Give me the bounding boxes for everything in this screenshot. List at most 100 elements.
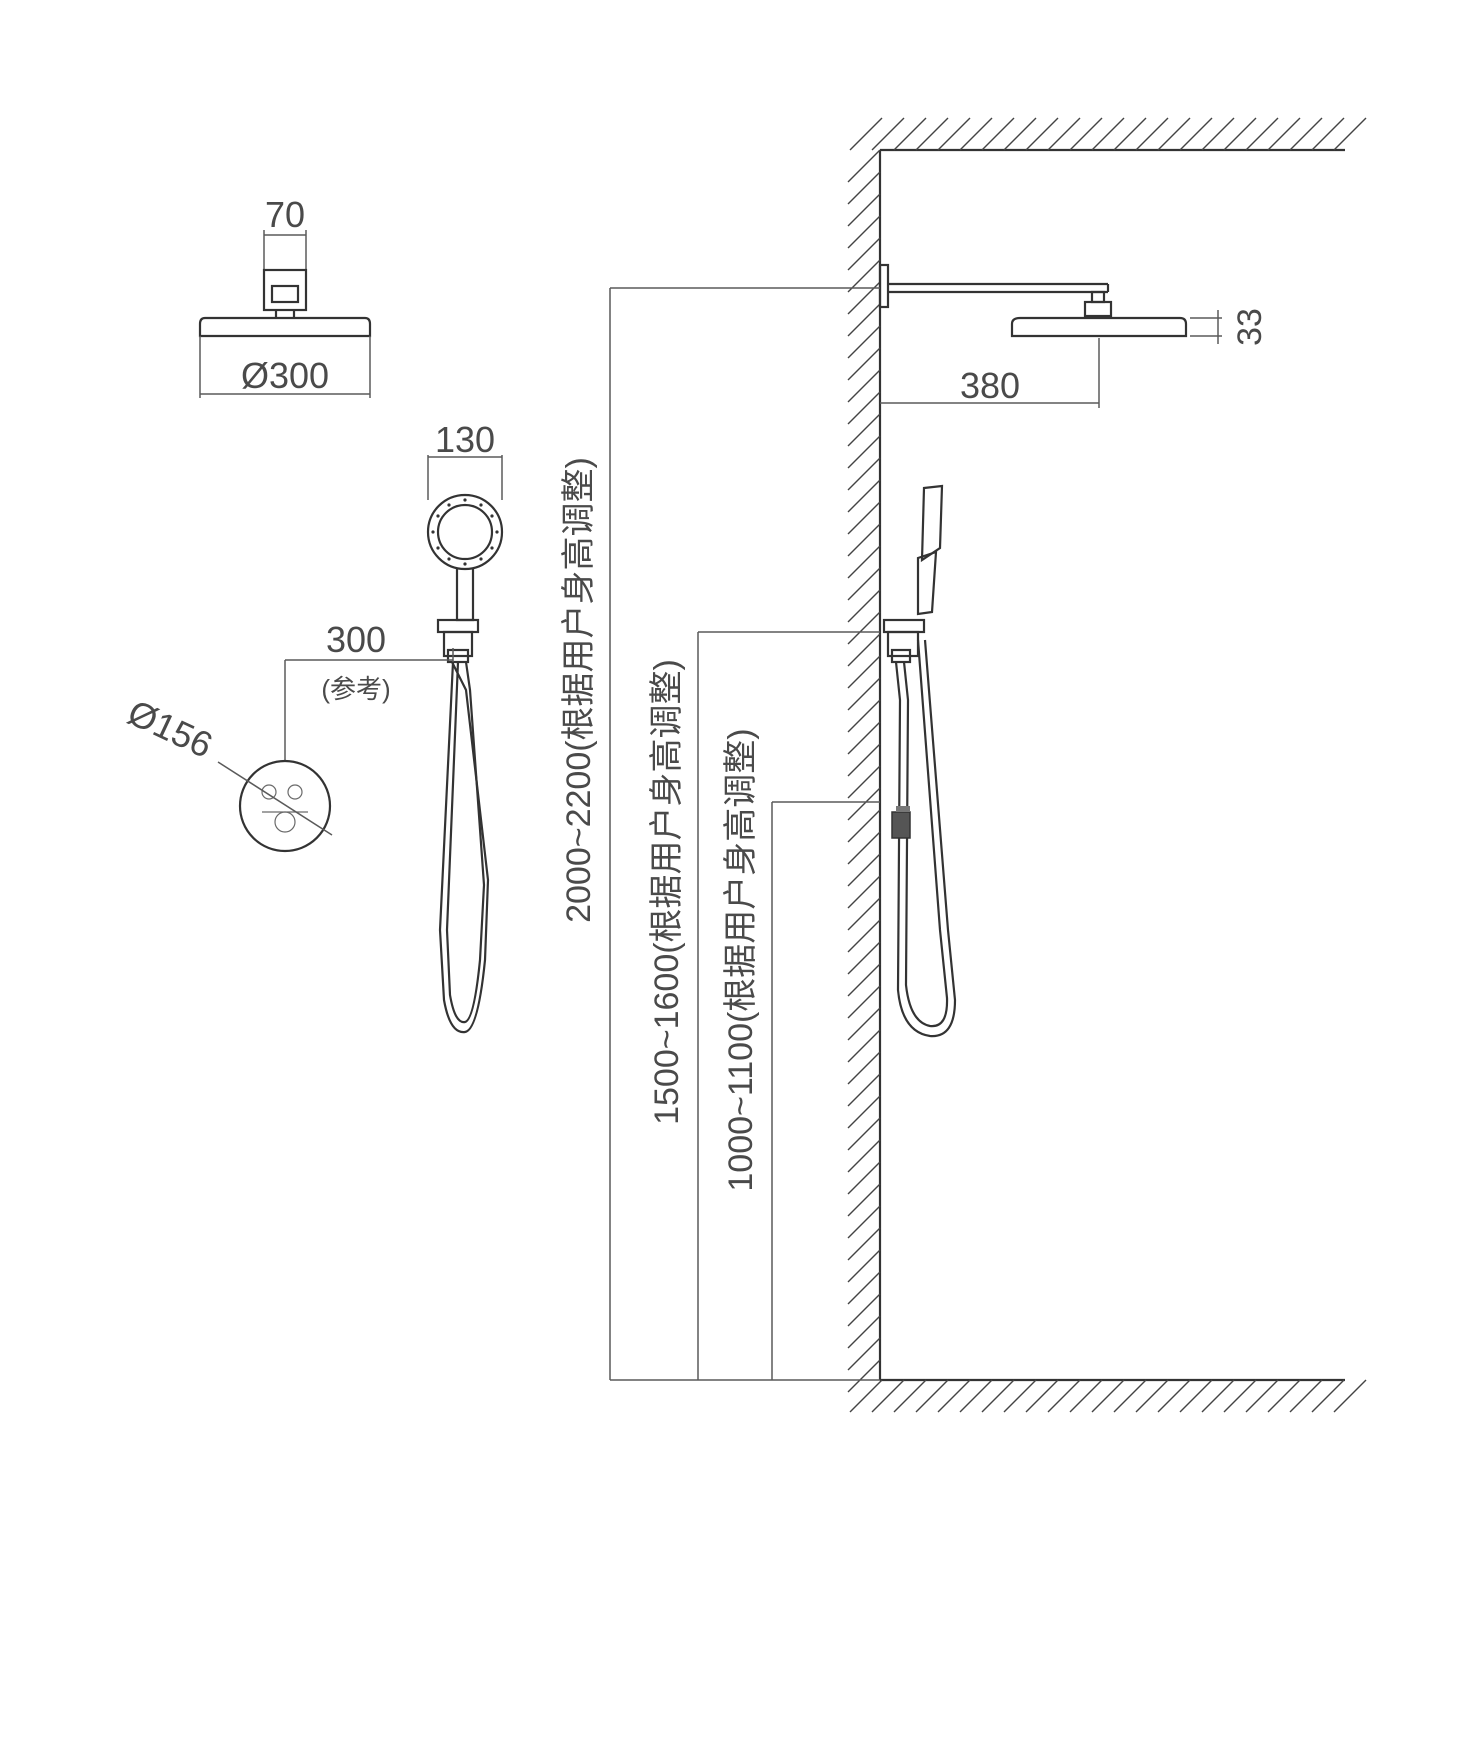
hatch-line [1113, 117, 1147, 151]
hatch-line [1289, 117, 1323, 151]
hatch-line [1311, 1379, 1345, 1413]
hatch-line [1091, 117, 1125, 151]
hatch-line [847, 567, 881, 601]
nozzle-ring [431, 498, 499, 566]
hatch-line [937, 117, 971, 151]
hatch-line [847, 1051, 881, 1085]
hatch-line [847, 237, 881, 271]
hatch-line [847, 303, 881, 337]
hatch-line [981, 1379, 1015, 1413]
hatch-line [847, 655, 881, 689]
hatch-line [1047, 1379, 1081, 1413]
hatch-line [847, 1095, 881, 1129]
hatch-line [847, 941, 881, 975]
hatch-line [1245, 117, 1279, 151]
hatch-line [847, 501, 881, 535]
hatch-line [893, 1379, 927, 1413]
hatch-line [1135, 1379, 1169, 1413]
hatch-line [847, 787, 881, 821]
hatch-line [915, 1379, 949, 1413]
hatch-line [847, 435, 881, 469]
hatch-line [847, 963, 881, 997]
hatch-line [1113, 1379, 1147, 1413]
hatch-line [981, 117, 1015, 151]
hatch-line [849, 117, 883, 151]
hatch-line [847, 831, 881, 865]
hatch-line [1333, 117, 1367, 151]
hatch-line [847, 545, 881, 579]
hatch-line [847, 391, 881, 425]
hatch-line [847, 853, 881, 887]
hatch-line [847, 1117, 881, 1151]
hatch-line [1025, 117, 1059, 151]
hatch-line [847, 985, 881, 1019]
hatch-line [847, 1271, 881, 1305]
hatch-line [847, 1227, 881, 1261]
hatch-line [847, 1205, 881, 1239]
hatch-line [1267, 117, 1301, 151]
hatch-line [847, 589, 881, 623]
hatch-line [847, 809, 881, 843]
hatch-line [847, 413, 881, 447]
hatch-line [1223, 117, 1257, 151]
hatch-line [1245, 1379, 1279, 1413]
hatch-line [847, 369, 881, 403]
hatch-line [847, 1293, 881, 1327]
arm-length-380-label: 380 [960, 365, 1020, 406]
hatch-line [1223, 1379, 1257, 1413]
hatch-line [937, 1379, 971, 1413]
hatch-line [847, 1249, 881, 1283]
hatch-line [1025, 1379, 1059, 1413]
hatch-line [871, 1379, 905, 1413]
hatch-line [1047, 117, 1081, 151]
hatch-line [959, 117, 993, 151]
hatch-line [915, 117, 949, 151]
hatch-line [847, 1315, 881, 1349]
hatch-line [847, 325, 881, 359]
width-70-label: 70 [265, 194, 305, 235]
hatch-line [847, 721, 881, 755]
height-valve-label: 1000~1100(根据用户身高调整) [722, 728, 760, 1191]
hatch-line [1003, 1379, 1037, 1413]
hatch-line [1157, 117, 1191, 151]
hatch-line [1201, 1379, 1235, 1413]
hatch-line [847, 171, 881, 205]
hatch-line [847, 1359, 881, 1393]
hatch-line [1179, 1379, 1213, 1413]
hatch-line [847, 215, 881, 249]
hatch-line [1003, 117, 1037, 151]
hatch-line [847, 523, 881, 557]
hatch-line [847, 1029, 881, 1063]
diameter-300-label: Ø300 [241, 355, 329, 396]
hatch-line [1179, 117, 1213, 151]
hatch-line [847, 743, 881, 777]
hatch-line [893, 117, 927, 151]
hatch-line [847, 1139, 881, 1173]
hatch-line [847, 611, 881, 645]
overhead-shower-front-view: 70 Ø300 [198, 194, 372, 398]
hatch-line [847, 1007, 881, 1041]
hatch-line [847, 897, 881, 931]
hatch-line [847, 457, 881, 491]
hatch-line [847, 875, 881, 909]
hatch-line [1069, 117, 1103, 151]
offset-300-label: 300 [326, 619, 386, 660]
hatch-line [847, 479, 881, 513]
hatch-line [1069, 1379, 1103, 1413]
hatch-line [847, 919, 881, 953]
hatch-line [847, 193, 881, 227]
hatch-line [1135, 117, 1169, 151]
hatch-line [959, 1379, 993, 1413]
offset-reference-note: (参考) [321, 674, 390, 704]
side-elevation-view: 33 380 2000~2200(根据用户身高调整) 1500~1600(根据用… [560, 117, 1367, 1413]
hatch-line [1267, 1379, 1301, 1413]
hatch-line [847, 347, 881, 381]
hand-shower-width-130-label: 130 [435, 419, 495, 460]
hatch-line [849, 1379, 883, 1413]
hatch-line [847, 1073, 881, 1107]
hand-shower-front-view: 130 [426, 419, 504, 1034]
hatch-line [847, 633, 881, 667]
hatch-line [1311, 117, 1345, 151]
diameter-156-label: Ø156 [122, 691, 219, 765]
